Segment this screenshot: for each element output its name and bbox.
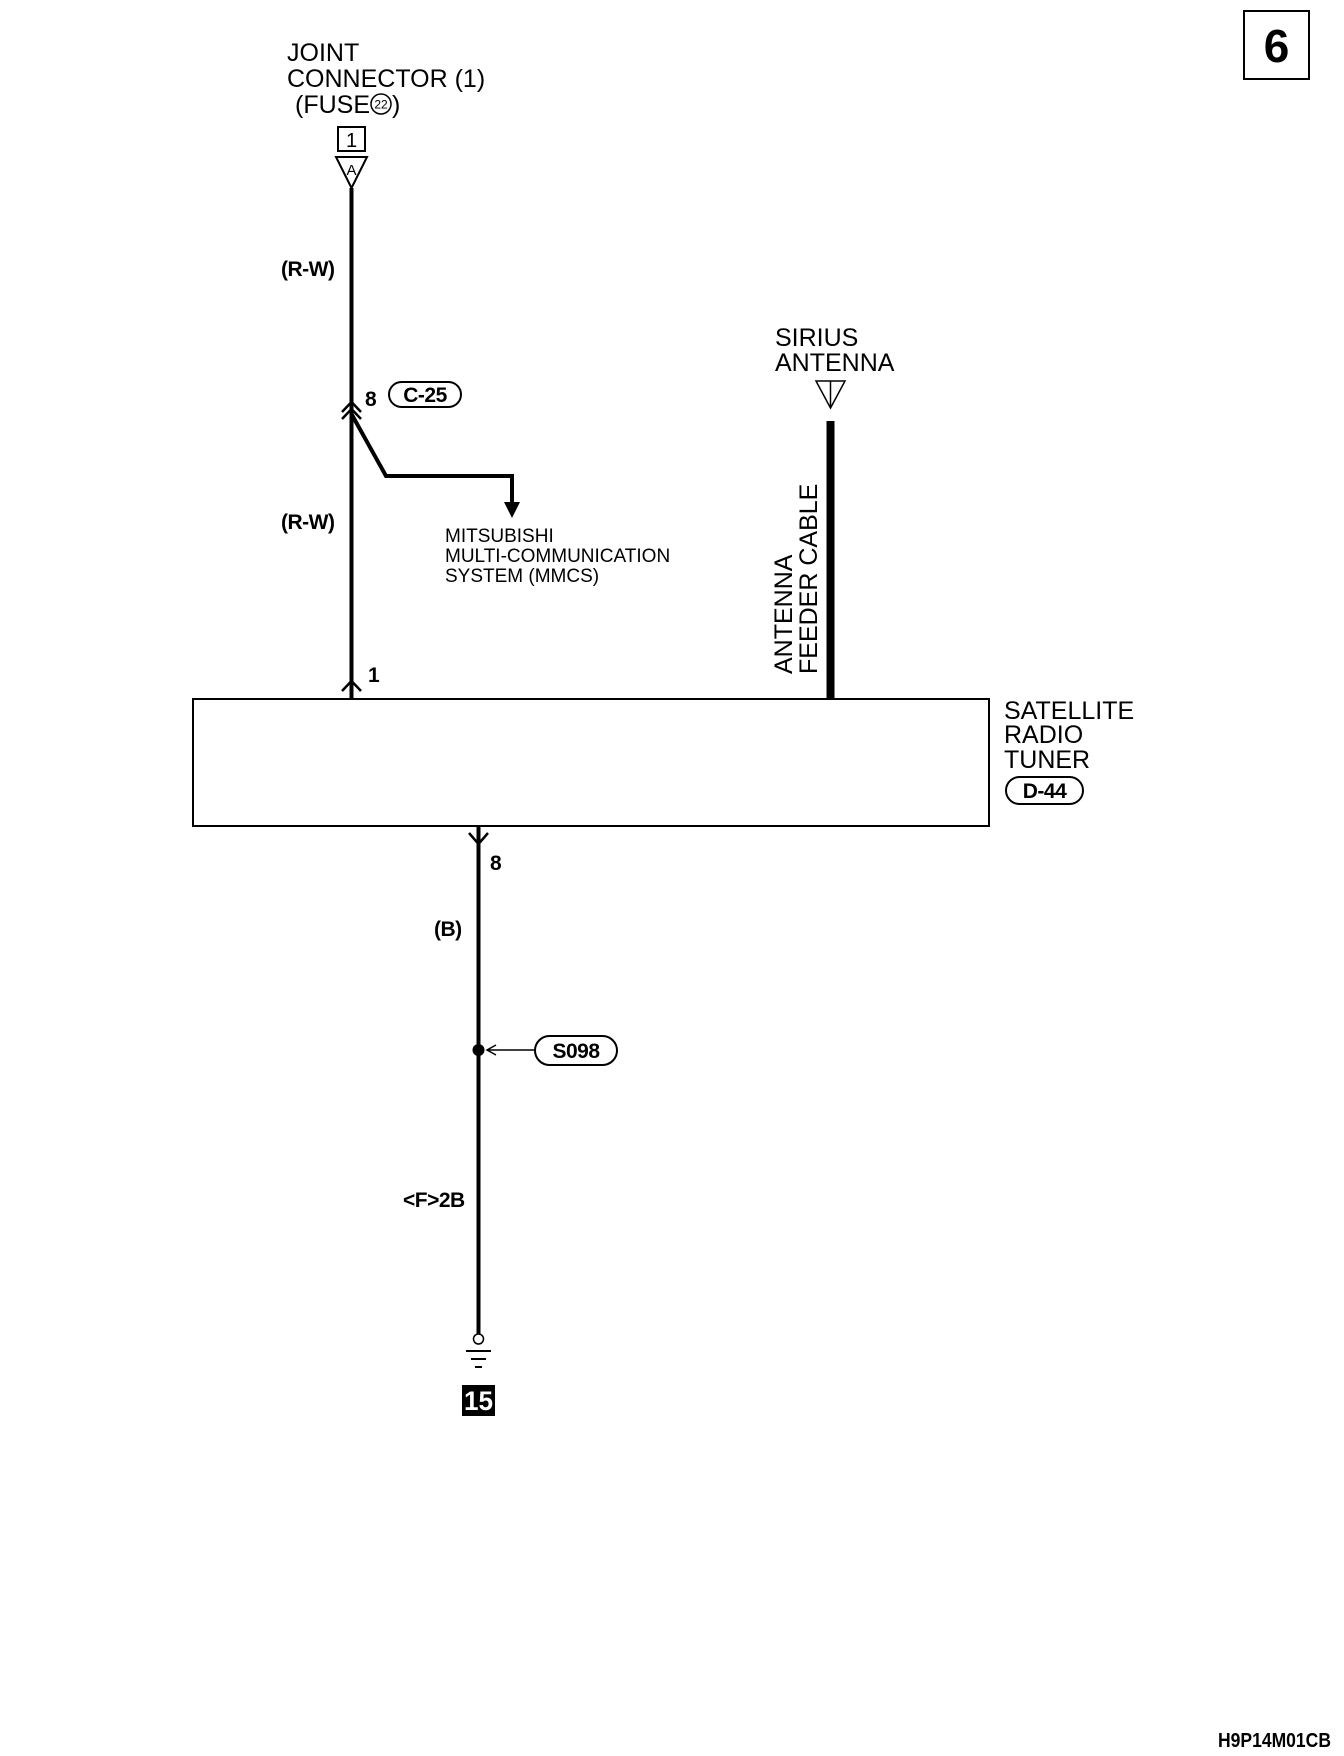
connector-a-triangle	[334, 156, 369, 191]
mmcs-label-line-1: MITSUBISHI	[445, 526, 554, 547]
tuner-label-line-1: SATELLITE	[1004, 697, 1134, 725]
joint-connector-label-line-1: JOINT	[287, 39, 359, 67]
feeder-cable-label-line-2: FEEDER CABLE	[795, 484, 823, 674]
page-number-box: 6	[1243, 10, 1310, 80]
upper-wire-color-top: (R-W)	[281, 258, 334, 281]
splice-pill	[534, 1035, 618, 1066]
lower-wire: (B) S098 <F>2B 15	[403, 826, 618, 1416]
terminal-box	[337, 126, 366, 152]
splice-dot	[472, 1044, 485, 1056]
antenna-label-line-1: SIRIUS	[775, 324, 858, 352]
branch-to-mmcs: MITSUBISHI MULTI-COMMUNICATION SYSTEM (M…	[349, 413, 670, 587]
page-number-frame	[1243, 10, 1310, 80]
splice-id: S098	[552, 1040, 600, 1063]
connector-c25-chevron-2	[341, 407, 362, 420]
fuse-label-suffix: )	[392, 91, 400, 119]
connector-a-icon: A	[334, 156, 369, 191]
tuner-connector-pill	[1005, 776, 1084, 805]
connector-c25-pin: 8	[365, 388, 377, 411]
splice-pointer-arrow-icon	[485, 1044, 497, 1056]
diagram-code: H9P14M01CB	[1218, 1730, 1331, 1752]
ground-point-badge: 15	[462, 1385, 495, 1416]
connector-c25-pill	[388, 381, 462, 408]
ground-terminal	[472, 1333, 485, 1345]
terminal-number: 1	[346, 130, 357, 152]
tuner-pin-8: 8	[490, 852, 502, 875]
branch-wire	[349, 413, 514, 503]
ground-icon	[466, 1333, 491, 1368]
antenna-label-line-2: ANTENNA	[775, 349, 895, 377]
joint-connector: JOINT CONNECTOR (1) (FUSE 22 ) 1 A	[287, 39, 485, 191]
mmcs-label-line-3: SYSTEM (MMCS)	[445, 566, 599, 587]
connector-c25: 8 C-25	[341, 381, 462, 420]
page-number: 6	[1264, 20, 1290, 72]
satellite-radio-tuner: 1 SATELLITE RADIO TUNER D-44 8	[192, 664, 1134, 875]
sirius-antenna: SIRIUS ANTENNA ANTENNA FEEDER CABLE	[770, 324, 895, 699]
joint-connector-label-line-2: CONNECTOR (1)	[287, 65, 485, 93]
ground-point-id: 15	[464, 1386, 493, 1416]
upper-wire: (R-W) (R-W) 8 C-25	[281, 188, 462, 699]
upper-wire-color-bottom: (R-W)	[281, 511, 334, 534]
tuner-label-line-2: RADIO	[1004, 721, 1083, 749]
tuner-box	[192, 698, 990, 827]
tuner-pin-1-chevron	[341, 679, 362, 692]
tuner-pin-1: 1	[368, 664, 380, 687]
splice-s098: S098	[472, 1035, 618, 1066]
lower-wire-spec: <F>2B	[403, 1189, 465, 1212]
fuse-number-circle	[370, 93, 392, 115]
mmcs-label-line-2: MULTI-COMMUNICATION	[445, 546, 670, 567]
branch-arrow-icon	[504, 502, 520, 518]
connector-a-letter: A	[346, 162, 356, 179]
feeder-cable-label-line-1: ANTENNA	[770, 554, 798, 674]
ground-point-box	[462, 1385, 495, 1416]
connector-c25-chevron-1	[341, 400, 362, 413]
antenna-icon	[814, 380, 847, 410]
fuse-label-prefix: (FUSE	[295, 91, 370, 119]
fuse-number: 22	[374, 98, 388, 112]
connector-c25-id: C-25	[403, 384, 447, 407]
tuner-connector-id: D-44	[1023, 780, 1067, 803]
lower-wire-color: (B)	[434, 918, 462, 941]
tuner-label-line-3: TUNER	[1004, 746, 1090, 774]
